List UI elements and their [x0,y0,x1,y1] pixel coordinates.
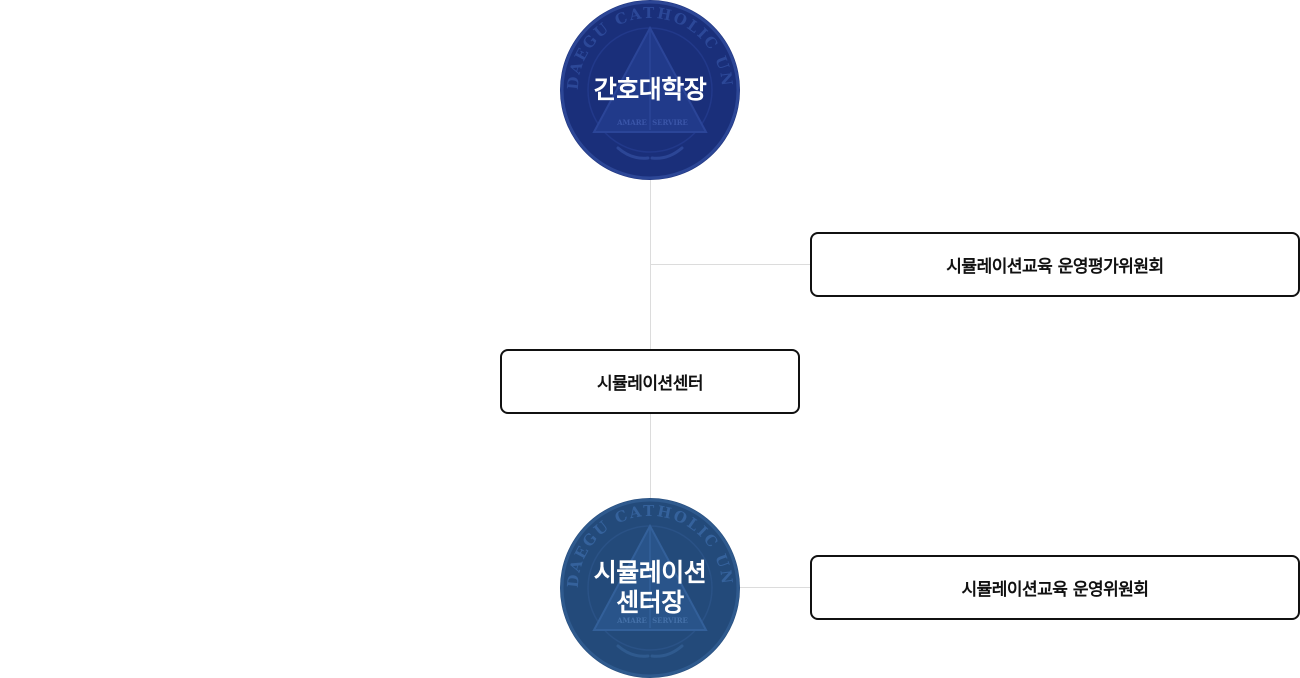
eval-committee-label: 시뮬레이션교육 운영평가위원회 [946,257,1164,277]
connector-dean-to-center [650,180,651,350]
university-seal-icon: DAEGU CATHOLIC UNIVERSITY AMARE SERVIRE [560,498,740,678]
ops-committee-label: 시뮬레이션교육 운영위원회 [961,580,1149,600]
center-box: 시뮬레이션센터 [500,349,800,414]
director-label-line2: 센터장 [616,588,684,617]
director-node: DAEGU CATHOLIC UNIVERSITY AMARE SERVIRE … [560,498,740,678]
director-label-line1: 시뮬레이션 [593,558,707,587]
seal-motto-right: SERVIRE [652,118,688,127]
eval-committee-box: 시뮬레이션교육 운영평가위원회 [810,232,1300,297]
seal-motto-left: AMARE [616,118,647,127]
connector-director-to-ops-committee [738,587,811,588]
university-seal-icon: DAEGU CATHOLIC UNIVERSITY AMARE SERVIRE [560,0,740,180]
connector-center-to-director [650,413,651,499]
dean-node: DAEGU CATHOLIC UNIVERSITY AMARE SERVIRE … [560,0,740,180]
dean-label: 간호대학장 [593,75,707,104]
director-label: 시뮬레이션 센터장 [594,558,707,618]
center-label: 시뮬레이션센터 [597,374,703,394]
seal-motto-right: SERVIRE [652,616,688,625]
ops-committee-box: 시뮬레이션교육 운영위원회 [810,555,1300,620]
seal-motto-left: AMARE [616,616,647,625]
connector-to-eval-committee [650,264,811,265]
